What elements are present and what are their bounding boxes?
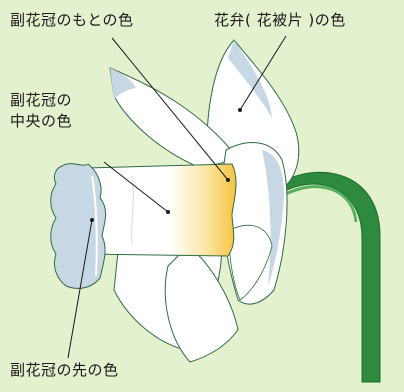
label-corona-middle-line1: 副花冠の xyxy=(10,90,72,111)
corona-tube xyxy=(86,164,236,256)
label-corona-middle: 副花冠の 中央の色 xyxy=(10,90,72,132)
label-corona-base: 副花冠のもとの色 xyxy=(10,10,134,31)
dot-corona-base xyxy=(226,178,230,182)
dot-tepal xyxy=(238,108,242,112)
label-tepal: 花弁( 花被片 )の色 xyxy=(214,10,346,31)
label-corona-tip: 副花冠の先の色 xyxy=(10,360,119,381)
dot-corona-middle xyxy=(166,210,170,214)
dot-corona-tip xyxy=(90,218,94,222)
label-corona-middle-line2: 中央の色 xyxy=(10,111,72,132)
